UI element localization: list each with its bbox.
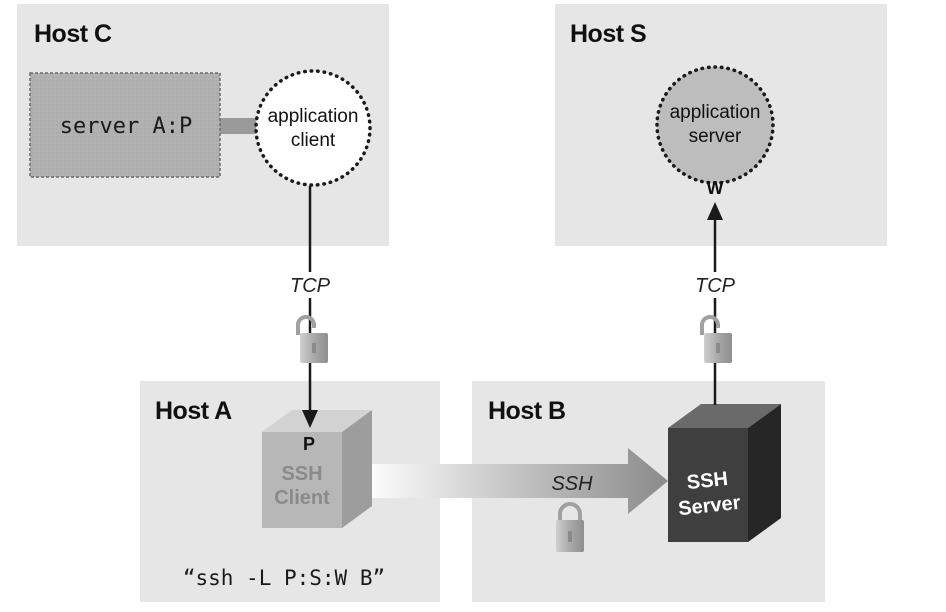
port-w-label: W	[707, 178, 724, 198]
ssh-client-label-2: Client	[274, 487, 330, 509]
application-server-label-2: server	[689, 126, 742, 147]
tcp-left-label-bg	[288, 272, 332, 298]
unlocked-padlock-icon	[296, 315, 328, 363]
ssh-server-cube: SSH Server	[668, 404, 781, 542]
tcp-right-arrowhead	[707, 202, 723, 220]
ssh-client-cube-front	[262, 432, 342, 528]
ssh-client-cube-side	[342, 410, 372, 528]
ssh-server-cube-front	[668, 428, 748, 542]
host-c-title: Host C	[34, 20, 112, 48]
ssh-server-cube-side	[748, 404, 781, 542]
ssh-tunnel-arrow: SSH	[372, 448, 668, 514]
host-s-panel: Host S application server W	[555, 4, 887, 246]
ssh-tunnel-arrow-shape	[372, 448, 668, 514]
host-b-title: Host B	[488, 397, 566, 425]
tcp-link-right: TCP	[693, 202, 737, 405]
server-to-client-connector	[220, 118, 260, 134]
server-ap-box	[29, 72, 221, 178]
tcp-left-label: TCP	[290, 275, 331, 297]
locked-padlock-icon	[556, 502, 584, 552]
port-p-label: P	[303, 434, 315, 454]
unlocked-padlock-icon	[700, 315, 732, 363]
tcp-left-arrowhead	[302, 410, 318, 428]
tcp-right-label: TCP	[695, 275, 736, 297]
ssh-client-label-1: SSH	[281, 463, 322, 485]
tcp-right-label-bg	[693, 272, 737, 298]
host-c-panel: Host C server A:P application client	[17, 4, 389, 246]
ssh-server-label-1: SSH	[686, 468, 729, 494]
tcp-link-left: TCP	[288, 186, 332, 428]
ssh-client-cube: P SSH Client	[262, 410, 372, 528]
application-client-label-1: application	[268, 106, 359, 127]
host-s-title: Host S	[570, 20, 646, 48]
application-client-label-2: client	[291, 130, 336, 151]
server-ap-label: server A:P	[60, 114, 192, 139]
application-client-circle	[254, 69, 372, 187]
ssh-client-cube-top	[262, 410, 372, 432]
application-server-circle	[655, 65, 775, 185]
application-server-label-1: application	[670, 102, 761, 123]
host-a-title: Host A	[155, 397, 232, 425]
ssh-command-label: “ssh -L P:S:W B”	[183, 566, 385, 590]
ssh-link-label: SSH	[551, 473, 593, 495]
ssh-server-cube-top	[668, 404, 781, 428]
